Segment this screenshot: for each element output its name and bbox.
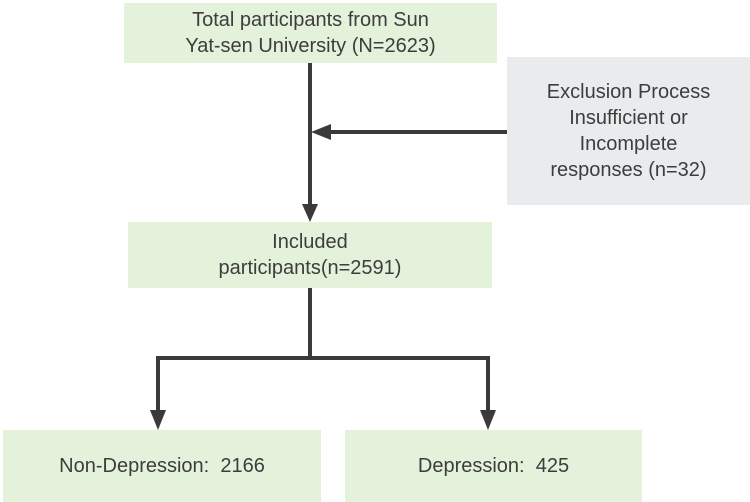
node-non-depression-label: Non-Depression: 2166	[59, 455, 265, 477]
arrow-total-to-included-head	[302, 204, 318, 222]
node-included-participants-label: Included participants(n=2591)	[218, 231, 402, 279]
node-included-participants: Included participants(n=2591)	[128, 222, 492, 288]
node-exclusion-process-label: Exclusion Process Insufficient or Incomp…	[546, 81, 711, 181]
node-exclusion-process: Exclusion Process Insufficient or Incomp…	[507, 57, 750, 205]
node-total-participants-label: Total participants from Sun Yat-sen Univ…	[185, 9, 436, 57]
arrow-depression-head	[480, 410, 496, 430]
node-total-participants: Total participants from Sun Yat-sen Univ…	[124, 3, 497, 63]
node-non-depression: Non-Depression: 2166	[3, 430, 321, 502]
arrow-nondepression-head	[150, 410, 166, 430]
node-depression-label: Depression: 425	[417, 455, 570, 477]
node-depression: Depression: 425	[345, 430, 642, 502]
arrow-exclusion-head	[311, 124, 331, 140]
